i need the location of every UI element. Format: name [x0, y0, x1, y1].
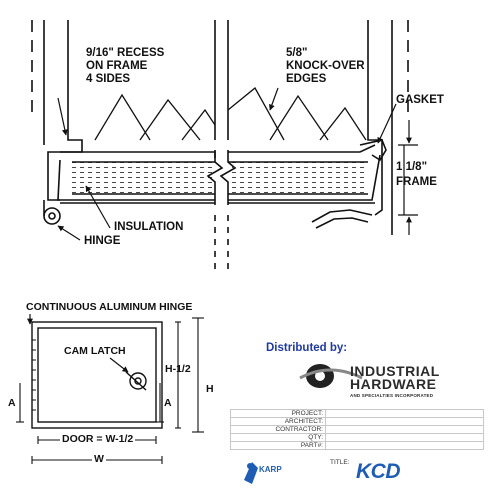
title-row-qty: QTY:	[230, 433, 484, 442]
title-row-contractor: CONTRACTOR:	[230, 425, 484, 434]
title-row-architect: ARCHITECT:	[230, 417, 484, 426]
hinge-knuckle	[43, 200, 61, 225]
title-row-part: PART#:	[230, 441, 484, 450]
hinge-ticks	[32, 339, 36, 411]
wall-hatching	[94, 87, 367, 141]
title-row-label: PROJECT:	[230, 409, 326, 418]
label-a-left: A	[8, 397, 16, 409]
label-recess-3: 4 SIDES	[86, 73, 131, 85]
label-knockover-3: EDGES	[286, 73, 327, 85]
door-panel-right	[228, 144, 381, 204]
title-row-value	[325, 441, 484, 450]
title-row-value	[325, 417, 484, 426]
title-label: TITLE:	[330, 459, 350, 466]
title-value: KCD	[356, 460, 401, 483]
label-hinge: HINGE	[84, 235, 121, 247]
a-dimensions	[16, 383, 164, 423]
label-recess-2: ON FRAME	[86, 60, 148, 72]
title-row-label: PART#:	[230, 441, 326, 450]
wall-left	[31, 20, 45, 145]
frame-dimension	[398, 120, 418, 235]
distributor-logo	[299, 364, 363, 388]
door-panel-left	[57, 151, 216, 204]
brand-line-3: AND SPECIALTIES INCORPORATED	[350, 393, 434, 398]
label-a-right: A	[164, 397, 172, 409]
height-dimensions	[175, 317, 204, 433]
outer-frame	[31, 321, 163, 429]
label-continuous-hinge: CONTINUOUS ALUMINUM HINGE	[26, 301, 193, 313]
title-row-value	[325, 433, 484, 442]
cam-latch-front	[125, 371, 147, 391]
leader-lines	[57, 87, 397, 241]
frame-right	[367, 20, 383, 216]
label-gasket: GASKET	[396, 94, 444, 106]
label-frame-size-1: 1 1/8"	[396, 161, 428, 173]
label-knockover-2: KNOCK-OVER	[286, 60, 365, 72]
title-row-label: CONTRACTOR:	[230, 425, 326, 434]
door-outline	[37, 327, 157, 423]
front-view	[16, 314, 204, 464]
brand-line-2: HARDWARE	[350, 376, 437, 392]
wall-right	[391, 20, 409, 235]
title-block: PROJECT: ARCHITECT: CONTRACTOR: QTY: PAR…	[230, 409, 484, 450]
break-lines	[206, 20, 237, 275]
label-cam-latch: CAM LATCH	[64, 345, 126, 357]
title-row-label: QTY:	[230, 433, 326, 442]
cam-latch-section	[311, 209, 373, 229]
karp-logo-icon	[244, 462, 258, 484]
title-row-value	[325, 425, 484, 434]
label-knockover-1: 5/8"	[286, 47, 308, 59]
label-insulation: INSULATION	[114, 221, 184, 233]
label-recess-1: 9/16" RECESS	[86, 47, 165, 59]
label-w: W	[92, 453, 106, 465]
title-row-label: ARCHITECT:	[230, 417, 326, 426]
label-h-half: H-1/2	[165, 363, 191, 375]
distributed-by-heading: Distributed by:	[266, 342, 348, 354]
cross-section	[31, 20, 418, 275]
label-frame-size-2: FRAME	[396, 176, 437, 188]
gasket	[359, 139, 387, 162]
title-row-project: PROJECT:	[230, 409, 484, 418]
label-h: H	[206, 383, 214, 395]
brand-line-1: INDUSTRIAL	[350, 363, 440, 379]
label-door-width: DOOR = W-1/2	[60, 433, 136, 445]
title-row-value	[325, 409, 484, 418]
distributor-brand: INDUSTRIAL HARDWARE AND SPECIALTIES INCO…	[350, 363, 440, 398]
karp-wordmark: KARP	[259, 465, 282, 474]
